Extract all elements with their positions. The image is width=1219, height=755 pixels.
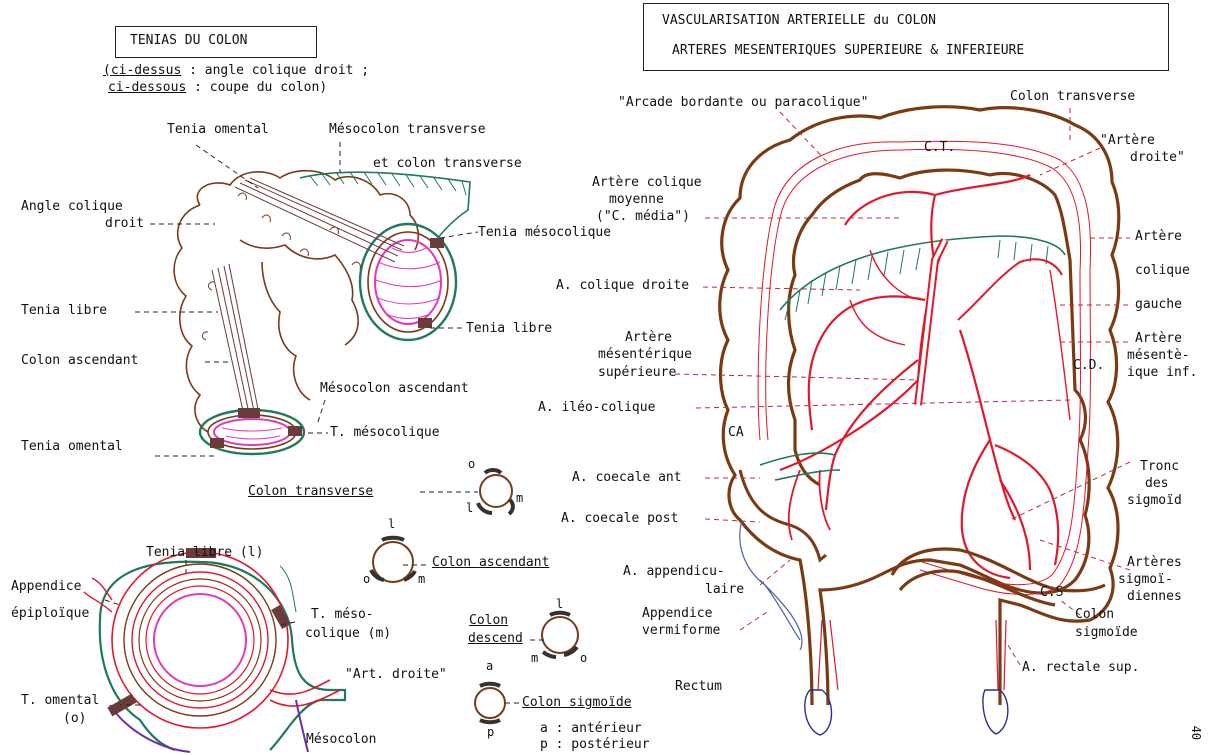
label-colon-ascendant: Colon ascendant [21, 354, 138, 369]
label-ami-1: Artère [1135, 332, 1182, 347]
label-mesocolon-transverse: Mésocolon transverse [329, 123, 486, 138]
label-ams-2: mésentérique [598, 348, 692, 363]
note-line-2: ci-dessous : coupe du colon) [108, 81, 327, 96]
right-title-box: VASCULARISATION ARTERIELLE du COLON ARTE… [643, 3, 1169, 71]
page-number: 40 [1188, 726, 1202, 740]
label-et-colon-transverse: et colon transverse [373, 157, 522, 172]
label-tenia-omental-bottom: Tenia omental [21, 440, 123, 455]
label-t-mesocolique: T. mésocolique [330, 426, 440, 441]
label-colon-sigmoide-2: sigmoïde [1075, 626, 1138, 641]
label-ami-3: ique inf. [1127, 366, 1197, 381]
label-ami-2: mésentè- [1127, 349, 1190, 364]
letter-p: p [487, 726, 494, 740]
vascular-diagram [720, 107, 1119, 735]
label-colique-m: colique (m) [305, 627, 391, 642]
label-cd: C.D. [1073, 359, 1104, 374]
label-droit: droit [105, 217, 144, 232]
legend-posterieur: p : postérieur [540, 738, 650, 753]
letter-o-2: o [363, 573, 370, 587]
left-title-box: TENIAS DU COLON [115, 26, 317, 58]
section-sigmoide [475, 684, 520, 723]
label-colique: colique [1135, 264, 1190, 279]
label-arcade: "Arcade bordante ou paracolique" [618, 96, 868, 111]
label-tenia-mesocolique: Tenia mésocolique [478, 226, 611, 241]
letter-l-3: l [556, 598, 563, 612]
label-tenia-libre-left: Tenia libre [21, 304, 107, 319]
letter-o-3: o [580, 652, 587, 666]
label-appendice-1: Appendice [642, 607, 712, 622]
label-artere-droite-2: droite" [1130, 151, 1185, 166]
label-a-rectale-sup: A. rectale sup. [1022, 661, 1139, 676]
label-section-colon-ascendant: Colon ascendant [432, 556, 549, 571]
label-section-colon-sigmoide: Colon sigmoïde [522, 696, 632, 711]
label-cs: C.S [1040, 586, 1063, 601]
letter-a: a [486, 660, 493, 674]
letter-l-1: l [466, 502, 473, 516]
label-ca: CA [728, 426, 744, 441]
label-a-colique-droite: A. colique droite [556, 279, 689, 294]
label-ct: C.T. [924, 141, 955, 156]
right-title-line-2: ARTERES MESENTERIQUES SUPERIEURE & INFER… [672, 44, 1024, 59]
label-appendice: Appendice [11, 580, 81, 595]
label-a-ileo-colique: A. iléo-colique [538, 401, 655, 416]
label-appendice-2: vermiforme [642, 624, 720, 639]
label-a-appendiculaire-2: laire [705, 583, 744, 598]
label-mesocolon-ascendant: Mésocolon ascendant [320, 382, 469, 397]
legend-anterieur: a : antérieur [540, 722, 642, 737]
letter-l-2: l [388, 518, 395, 532]
label-artere: Artère [1135, 230, 1182, 245]
label-tronc-3: sigmoïd [1127, 494, 1182, 509]
label-t-omental: T. omental [21, 694, 99, 709]
label-section-colon-descend-2: descend [468, 632, 523, 647]
label-section-colon-transverse: Colon transverse [248, 485, 373, 500]
label-artere-droite-1: "Artère [1100, 134, 1155, 149]
label-a-coecale-post: A. coecale post [561, 512, 678, 527]
label-art-droite: "Art. droite" [345, 668, 447, 683]
label-tenia-omental-top: Tenia omental [167, 123, 269, 138]
label-section-colon-descend-1: Colon [469, 614, 508, 629]
label-mesocolon: Mésocolon [306, 733, 376, 748]
label-ams-1: Artère [625, 331, 672, 346]
note-line-1: (ci-dessus : angle colique droit ; [103, 64, 369, 79]
label-tronc-1: Tronc [1140, 460, 1179, 475]
label-arteres-sig-2: sigmoï- [1118, 573, 1173, 588]
label-ams-3: supérieure [598, 366, 676, 381]
letter-m-1: m [516, 492, 523, 506]
label-acm-2: moyenne [609, 193, 664, 208]
colon-cross-section [84, 548, 345, 752]
label-epiploique: épiploïque [11, 607, 89, 622]
label-gauche: gauche [1135, 298, 1182, 313]
label-acm-1: Artère colique [592, 176, 702, 191]
label-a-coecale-ant: A. coecale ant [572, 471, 682, 486]
label-a-appendiculaire-1: A. appendicu- [623, 565, 725, 580]
angle-colique-drawing [174, 171, 470, 454]
label-colon-sigmoide-1: Colon [1075, 608, 1114, 623]
right-title-line-1: VASCULARISATION ARTERIELLE du COLON [662, 14, 936, 29]
letter-m-3: m [531, 652, 538, 666]
label-rectum: Rectum [675, 680, 722, 695]
label-colon-transverse-r: Colon transverse [1010, 90, 1135, 105]
label-acm-3: ("C. média") [596, 210, 690, 225]
label-o-paren: (o) [63, 712, 86, 727]
label-angle-colique: Angle colique [21, 200, 123, 215]
label-tenia-libre-right: Tenia libre [466, 322, 552, 337]
label-arteres-sig-1: Artères [1127, 556, 1182, 571]
label-t-meso: T. méso- [311, 608, 374, 623]
letter-m-2: m [418, 573, 425, 587]
label-tenia-libre-l: Tenia libre (l) [146, 546, 263, 561]
label-tronc-2: des [1145, 477, 1168, 492]
label-arteres-sig-3: diennes [1127, 590, 1182, 605]
left-leader-lines [135, 142, 478, 456]
left-title: TENIAS DU COLON [130, 34, 247, 49]
letter-o-1: o [468, 458, 475, 472]
